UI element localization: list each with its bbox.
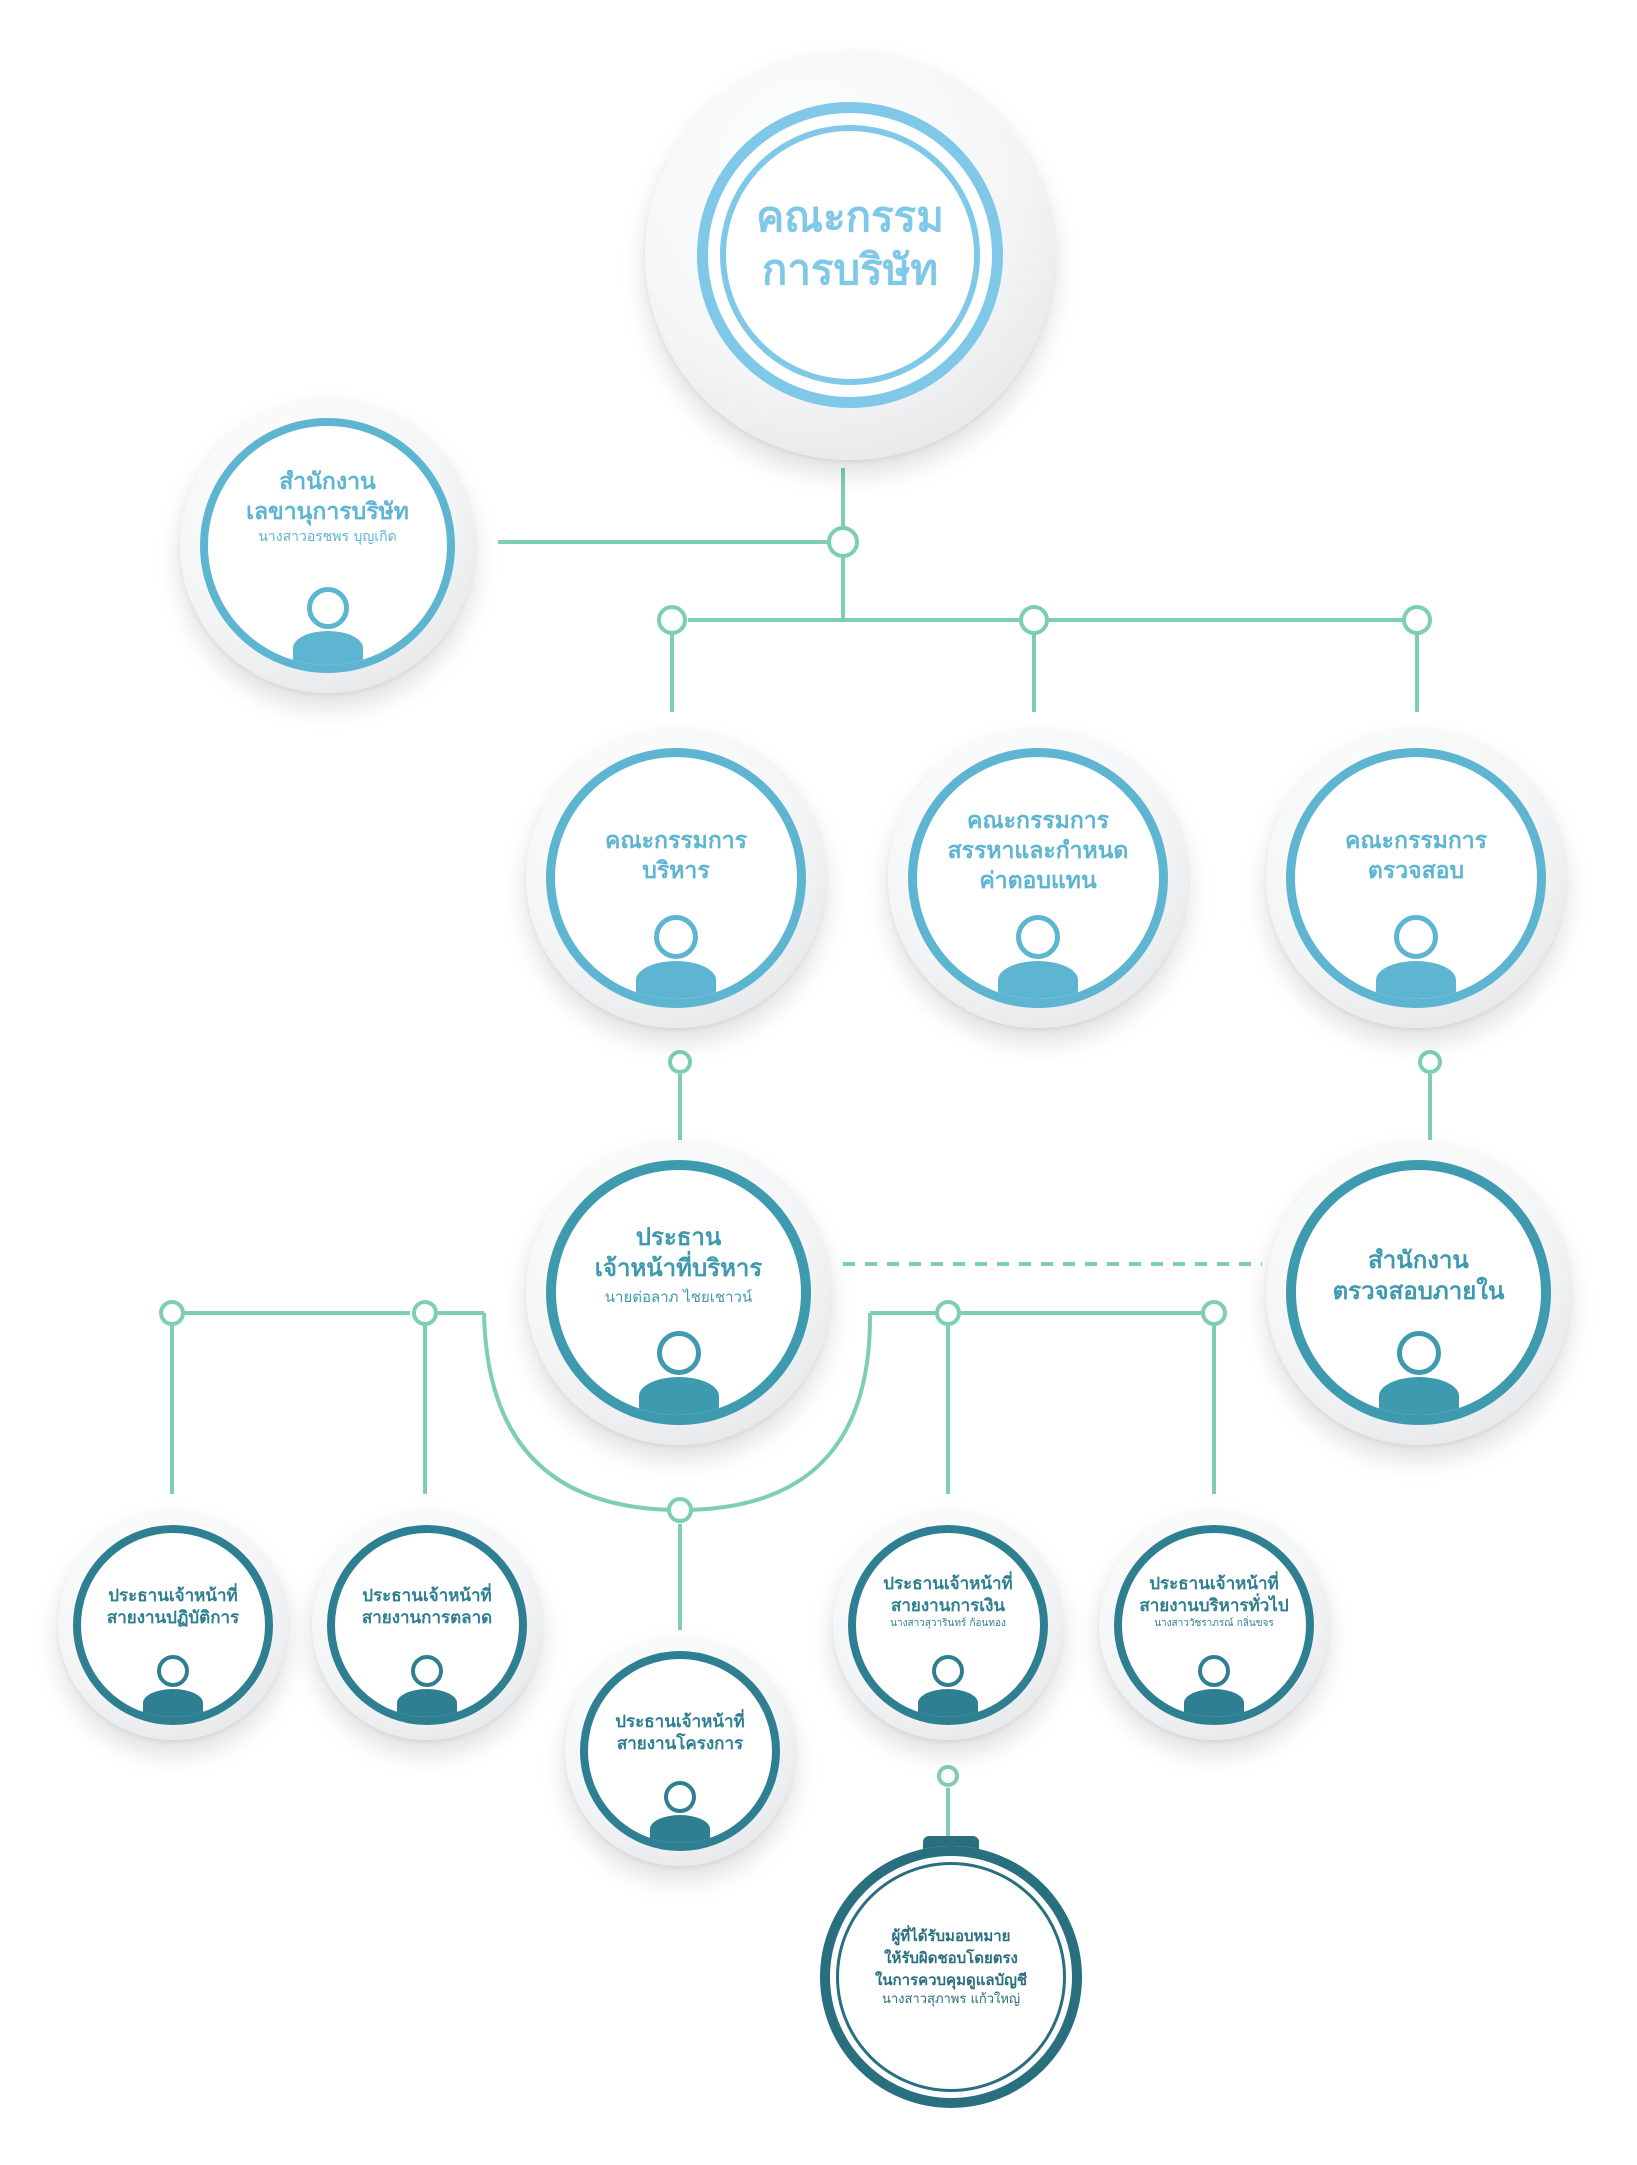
division-operations-title: ประธานเจ้าหน้าที่ สายงานปฏิบัติการ (81, 1585, 265, 1629)
committee-audit-line1: คณะกรรมการ (1344, 828, 1488, 854)
division-operations-node: ประธานเจ้าหน้าที่ สายงานปฏิบัติการ (58, 1510, 288, 1740)
secretary-person-name: นางสาวอรชพร บุญเกิด (258, 528, 397, 545)
division-admin-line2: สายงานบริหารทั่วไป (1139, 1596, 1289, 1617)
division-operations-line1: ประธานเจ้าหน้าที่ (108, 1586, 238, 1606)
secretary-title: สำนักงาน เลขานุการบริษัท นางสาวอรชพร บุญ… (208, 468, 447, 546)
division-marketing-ring: ประธานเจ้าหน้าที่ สายงานการตลาด (327, 1525, 527, 1725)
person-icon (292, 587, 363, 665)
committee-audit-title: คณะกรรมการ ตรวจสอบ (1295, 827, 1537, 887)
division-projects-line2: สายงานโครงการ (616, 1734, 744, 1755)
person-icon (636, 915, 716, 999)
ceo-person-name: นายต่อลาภ ไชยเชาวน์ (604, 1288, 753, 1307)
secretary-ring: สำนักงาน เลขานุการบริษัท นางสาวอรชพร บุญ… (200, 418, 455, 673)
person-icon (397, 1655, 457, 1717)
board-title-line1: คณะกรรม (756, 192, 944, 241)
division-finance-title: ประธานเจ้าหน้าที่ สายงานการเงิน นางสาวสุ… (856, 1573, 1040, 1630)
board-node: คณะกรรม การบริษัท (645, 50, 1055, 460)
secretary-title-line2: เลขานุการบริษัท (246, 498, 409, 525)
division-projects-line1: ประธานเจ้าหน้าที่ (615, 1712, 745, 1732)
committee-audit-node: คณะกรรมการ ตรวจสอบ (1266, 728, 1566, 1028)
person-icon (998, 915, 1078, 999)
division-projects-node: ประธานเจ้าหน้าที่ สายงานโครงการ (565, 1636, 795, 1866)
internal-audit-line1: สำนักงาน (1368, 1246, 1469, 1274)
committee-nomination-line1: คณะกรรมการ (966, 808, 1110, 834)
division-projects-ring: ประธานเจ้าหน้าที่ สายงานโครงการ (580, 1651, 780, 1851)
ceo-title-line1: ประธาน (635, 1223, 722, 1251)
person-icon (1378, 1331, 1459, 1415)
committee-executive-ring: คณะกรรมการ บริหาร (546, 748, 806, 1008)
committee-executive-title: คณะกรรมการ บริหาร (555, 827, 797, 887)
committee-executive-line2: บริหาร (642, 857, 710, 884)
accounting-line2: ให้รับผิดชอบโดยตรง (884, 1948, 1018, 1967)
division-operations-ring: ประธานเจ้าหน้าที่ สายงานปฏิบัติการ (73, 1525, 273, 1725)
person-icon (918, 1655, 978, 1717)
secretary-title-line1: สำนักงาน (279, 469, 376, 495)
committee-nomination-node: คณะกรรมการ สรรหาและกำหนด ค่าตอบแทน (888, 728, 1188, 1028)
division-admin-ring: ประธานเจ้าหน้าที่ สายงานบริหารทั่วไป นาง… (1114, 1525, 1314, 1725)
secretary-node: สำนักงาน เลขานุการบริษัท นางสาวอรชพร บุญ… (180, 398, 475, 693)
board-title: คณะกรรม การบริษัท (708, 191, 992, 296)
division-admin-title: ประธานเจ้าหน้าที่ สายงานบริหารทั่วไป นาง… (1122, 1573, 1306, 1630)
division-operations-line2: สายงานปฏิบัติการ (106, 1608, 240, 1629)
accounting-title: ผู้ที่ได้รับมอบหมาย ให้รับผิดชอบโดยตรง ใ… (830, 1926, 1072, 2010)
ceo-ring: ประธาน เจ้าหน้าที่บริหาร นายต่อลาภ ไชยเช… (546, 1160, 811, 1425)
committee-nomination-title: คณะกรรมการ สรรหาและกำหนด ค่าตอบแทน (917, 807, 1159, 897)
person-icon (650, 1781, 710, 1843)
committee-audit-ring: คณะกรรมการ ตรวจสอบ (1286, 748, 1546, 1008)
division-marketing-line2: สายงานการตลาด (361, 1608, 493, 1629)
internal-audit-node: สำนักงาน ตรวจสอบภายใน (1266, 1140, 1571, 1445)
division-admin-person-name: นางสาววัชราภรณ์ กลิ่นขจร (1154, 1618, 1274, 1630)
committee-nomination-ring: คณะกรรมการ สรรหาและกำหนด ค่าตอบแทน (908, 748, 1168, 1008)
person-icon (1376, 915, 1456, 999)
division-marketing-node: ประธานเจ้าหน้าที่ สายงานการตลาด (312, 1510, 542, 1740)
accounting-node: ผู้ที่ได้รับมอบหมาย ให้รับผิดชอบโดยตรง ใ… (820, 1846, 1082, 2108)
division-finance-node: ประธานเจ้าหน้าที่ สายงานการเงิน นางสาวสุ… (833, 1510, 1063, 1740)
accounting-ring: ผู้ที่ได้รับมอบหมาย ให้รับผิดชอบโดยตรง ใ… (820, 1846, 1082, 2108)
board-inner-ring (720, 125, 980, 385)
division-marketing-title: ประธานเจ้าหน้าที่ สายงานการตลาด (335, 1585, 519, 1629)
division-projects-title: ประธานเจ้าหน้าที่ สายงานโครงการ (588, 1711, 772, 1755)
division-finance-line1: ประธานเจ้าหน้าที่ (883, 1574, 1013, 1594)
ceo-title: ประธาน เจ้าหน้าที่บริหาร นายต่อลาภ ไชยเช… (556, 1222, 801, 1308)
person-icon (1184, 1655, 1244, 1717)
committee-executive-line1: คณะกรรมการ (604, 828, 748, 854)
internal-audit-line2: ตรวจสอบภายใน (1332, 1277, 1505, 1306)
division-finance-person-name: นางสาวสุวารินทร์ ก้อนทอง (890, 1618, 1006, 1630)
division-finance-line2: สายงานการเงิน (890, 1596, 1006, 1617)
accounting-inner-ring (836, 1862, 1066, 2092)
committee-executive-node: คณะกรรมการ บริหาร (526, 728, 826, 1028)
board-outer-ring: คณะกรรม การบริษัท (697, 102, 1003, 408)
division-finance-ring: ประธานเจ้าหน้าที่ สายงานการเงิน นางสาวสุ… (848, 1525, 1048, 1725)
division-admin-line1: ประธานเจ้าหน้าที่ (1149, 1574, 1279, 1594)
accounting-line3: ในการควบคุมดูแลบัญชี (874, 1970, 1028, 1989)
internal-audit-title: สำนักงาน ตรวจสอบภายใน (1296, 1245, 1541, 1307)
ceo-node: ประธาน เจ้าหน้าที่บริหาร นายต่อลาภ ไชยเช… (526, 1140, 831, 1445)
division-marketing-line1: ประธานเจ้าหน้าที่ (362, 1586, 492, 1606)
board-title-line2: การบริษัท (761, 244, 939, 294)
committee-audit-line2: ตรวจสอบ (1367, 857, 1465, 884)
accounting-person-name: นางสาวสุภาพร แก้วใหญ่ (881, 1992, 1021, 2008)
person-icon (638, 1331, 719, 1415)
division-admin-node: ประธานเจ้าหน้าที่ สายงานบริหารทั่วไป นาง… (1099, 1510, 1329, 1740)
accounting-line1: ผู้ที่ได้รับมอบหมาย (891, 1927, 1011, 1945)
committee-nomination-line2: สรรหาและกำหนด (947, 837, 1129, 864)
committee-nomination-line3: ค่าตอบแทน (979, 867, 1097, 894)
internal-audit-ring: สำนักงาน ตรวจสอบภายใน (1286, 1160, 1551, 1425)
ceo-title-line2: เจ้าหน้าที่บริหาร (594, 1254, 763, 1283)
person-icon (143, 1655, 203, 1717)
